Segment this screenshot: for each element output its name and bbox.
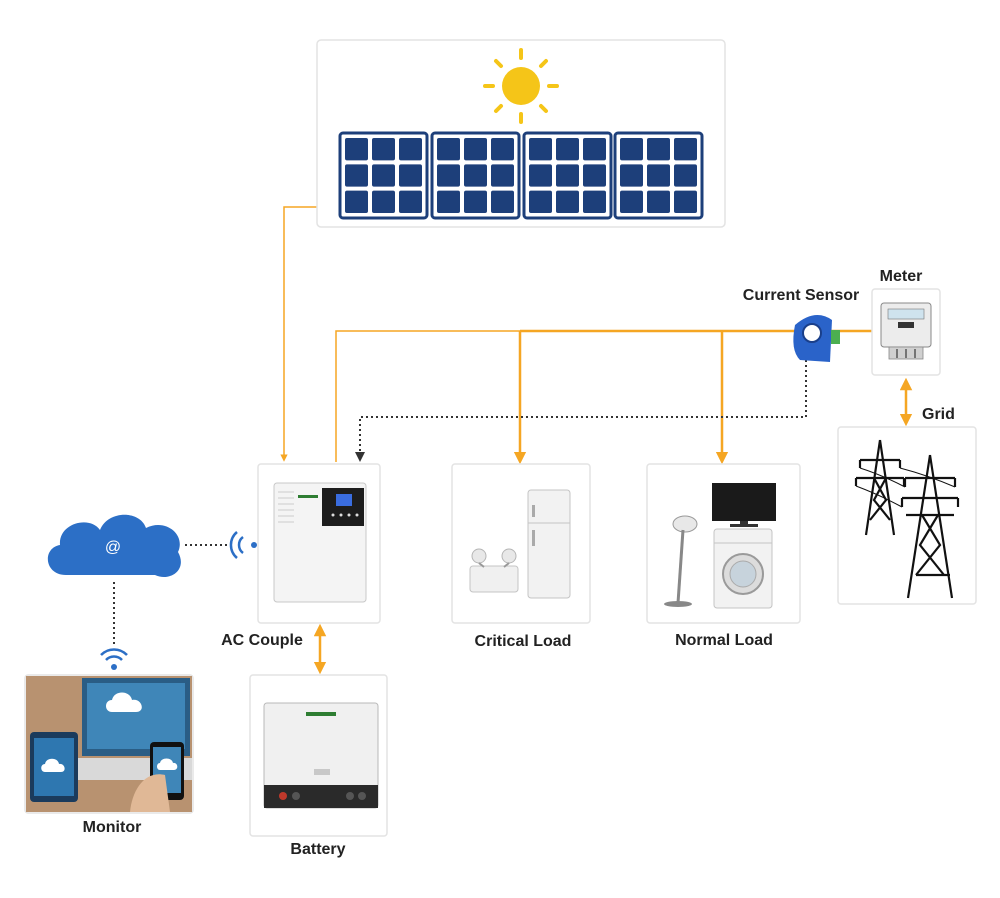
critical-load-label: Critical Load (475, 633, 572, 650)
battery-icon (263, 702, 379, 809)
solar-cell (583, 138, 606, 161)
solar-cell (647, 138, 670, 161)
ac-couple-label: AC Couple (221, 632, 303, 649)
solar-cell (345, 138, 368, 161)
solar-cell (399, 190, 422, 213)
solar-cell (556, 138, 579, 161)
meter-icon (880, 302, 932, 360)
solar-cell (674, 138, 697, 161)
normal-load-label: Normal Load (675, 632, 773, 649)
solar-cell (372, 190, 395, 213)
solar-cell (647, 164, 670, 187)
battery-label: Battery (290, 841, 345, 858)
monitor-card (24, 674, 194, 814)
solar-cell (464, 164, 487, 187)
meter-card (871, 288, 941, 376)
solar-cell (556, 164, 579, 187)
battery-card (249, 674, 388, 837)
sensor-signal-line (355, 360, 807, 462)
solar-cell (583, 190, 606, 213)
solar-cell (464, 138, 487, 161)
transmission-tower-icon (854, 439, 960, 599)
solar-cell (491, 164, 514, 187)
solar-cell (345, 190, 368, 213)
solar-cell (464, 190, 487, 213)
solar-cell (674, 164, 697, 187)
solar-cell (674, 190, 697, 213)
solar-array-card (316, 39, 726, 228)
inverter-icon (273, 482, 367, 603)
grid-label: Grid (922, 406, 955, 423)
solar-cell (620, 164, 643, 187)
meter-label: Meter (880, 268, 923, 285)
grid-card (837, 426, 977, 605)
solar-cell (583, 164, 606, 187)
solar-cell (399, 138, 422, 161)
solar-cell (529, 164, 552, 187)
emergency-light-icon (469, 548, 519, 593)
solar-cell (372, 138, 395, 161)
current-sensor-label: Current Sensor (743, 287, 859, 304)
solar-cell (529, 190, 552, 213)
laptop-phone-icon (26, 676, 192, 812)
solar-cell (556, 190, 579, 213)
solar-to-inverter-line (280, 206, 318, 462)
solar-cell (345, 164, 368, 187)
wifi-icon (229, 531, 257, 559)
inverter-card (257, 463, 381, 624)
solar-cell (620, 190, 643, 213)
solar-panel-icon (338, 131, 704, 220)
solar-cell (647, 190, 670, 213)
solar-cell (399, 164, 422, 187)
cloud-at-symbol: @ (105, 539, 121, 556)
solar-cell (437, 164, 460, 187)
critical-load-card (451, 463, 591, 624)
solar-cell (620, 138, 643, 161)
sun-icon (483, 48, 559, 124)
tv-icon (712, 483, 776, 527)
solar-cell (491, 190, 514, 213)
fridge-icon (527, 489, 571, 599)
monitor-wifi-icon (100, 648, 128, 670)
solar-cell (372, 164, 395, 187)
normal-load-card (646, 463, 801, 624)
solar-cell (437, 190, 460, 213)
ac-bus-line (335, 330, 520, 462)
solar-cell (437, 138, 460, 161)
current-sensor-icon (793, 315, 840, 362)
washing-machine-icon (713, 528, 773, 609)
floor-lamp-icon (664, 515, 698, 607)
solar-cell (529, 138, 552, 161)
cloud-icon: @ (47, 514, 181, 578)
solar-cell (491, 138, 514, 161)
monitor-label: Monitor (83, 819, 142, 836)
connections (113, 206, 913, 675)
